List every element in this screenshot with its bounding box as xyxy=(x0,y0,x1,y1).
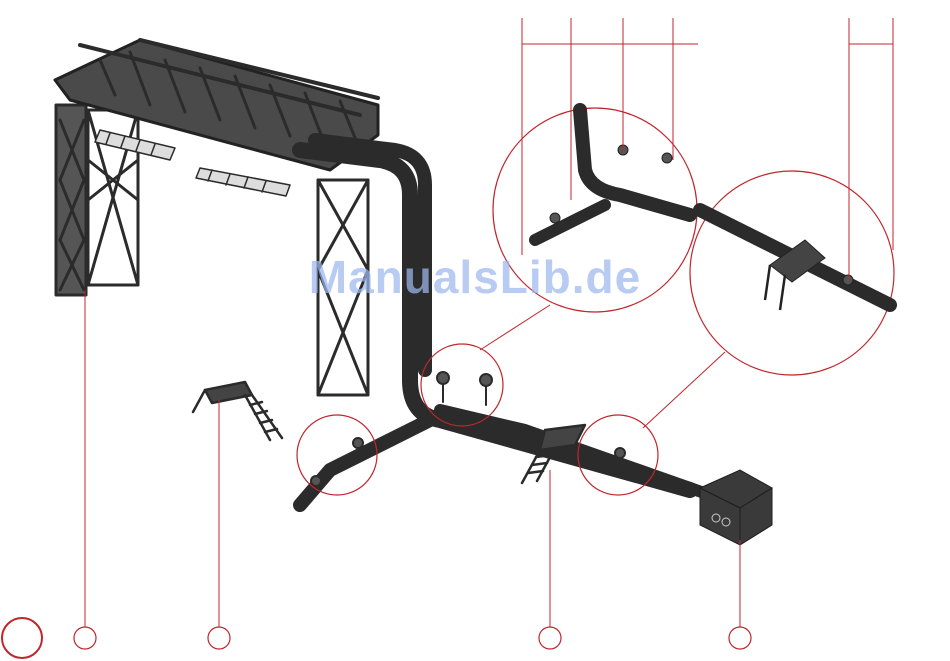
pipe-bridge-gantry xyxy=(55,40,378,395)
pipeline xyxy=(300,140,772,545)
detail-zoom-left xyxy=(493,108,697,312)
red-circle-icon xyxy=(2,618,42,658)
callout-circle-icon xyxy=(208,627,230,649)
stair-ladder xyxy=(193,382,282,440)
callout-circle-icon xyxy=(539,627,561,649)
junction-box xyxy=(700,470,772,545)
callout-circle-icon xyxy=(729,627,751,649)
callout-circle-icon xyxy=(74,627,96,649)
detail-zoom-right xyxy=(690,171,894,375)
